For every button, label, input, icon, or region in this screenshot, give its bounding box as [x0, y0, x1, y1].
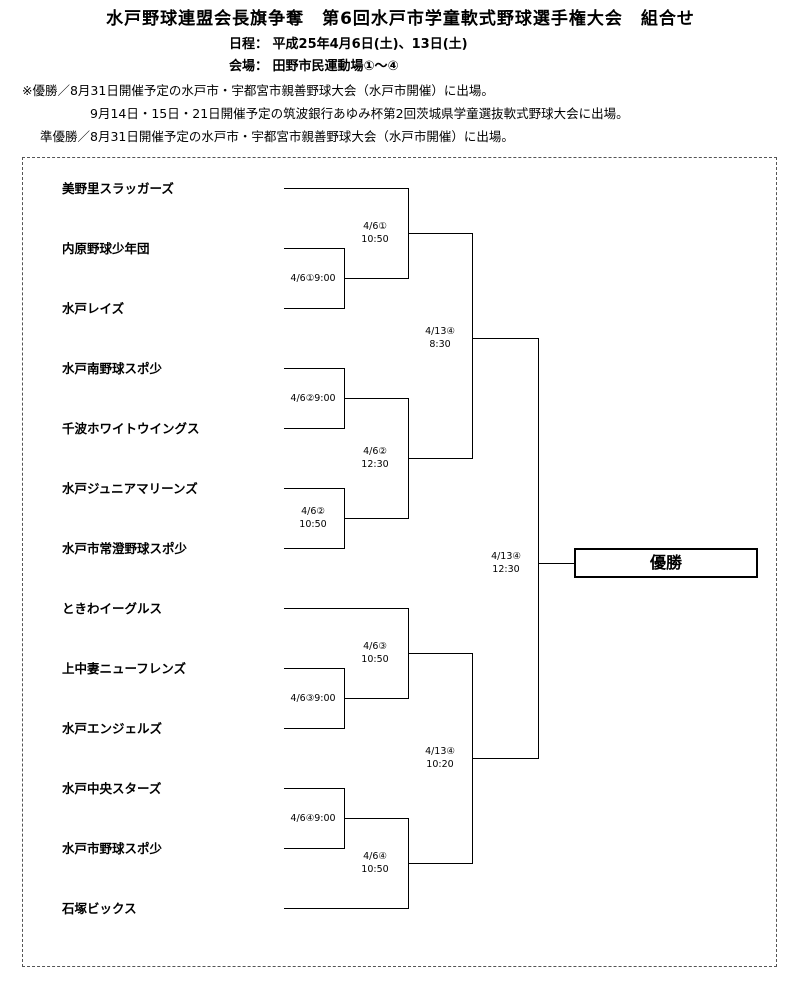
schedule-value: 平成25年4月6日(土)、13日(土) [272, 37, 468, 52]
bracket-line [284, 608, 408, 609]
venue-value: 田野市民運動場①～④ [272, 59, 399, 74]
match-time: 10:50 [299, 519, 327, 530]
match-label: 4/13④ 10:20 [410, 745, 470, 771]
venue-line: 会場： 田野市民運動場①～④ [229, 55, 399, 74]
bracket-line [472, 338, 538, 339]
match-label: 4/6③9:00 [283, 692, 343, 705]
team-name: 内原野球少年団 [62, 241, 150, 256]
bracket-line [284, 488, 344, 489]
match-date: 4/13④ [425, 326, 455, 337]
match-date: 4/13④ [491, 551, 521, 562]
team-name: 千波ホワイトウイングス [62, 421, 200, 436]
match-time: 8:30 [429, 339, 451, 350]
bracket-line [344, 398, 408, 399]
bracket-line [284, 908, 408, 909]
note-winner: ※優勝／8月31日開催予定の水戸市・宇都宮市親善野球大会（水戸市開催）に出場。 [22, 83, 494, 98]
team-name: 美野里スラッガーズ [62, 181, 174, 196]
bracket-line [284, 548, 344, 549]
bracket-line [344, 818, 408, 819]
match-label: 4/6①9:00 [283, 272, 343, 285]
team-name: 水戸市常澄野球スポ少 [62, 541, 188, 556]
match-time: 12:30 [361, 459, 389, 470]
bracket-line [408, 863, 472, 864]
bracket-line [284, 368, 344, 369]
note-runner-up: 準優勝／8月31日開催予定の水戸市・宇都宮市親善野球大会（水戸市開催）に出場。 [40, 129, 514, 144]
match-label: 4/6④9:00 [283, 812, 343, 825]
match-label: 4/13④ 12:30 [476, 550, 536, 576]
match-date: 4/6② [290, 393, 315, 404]
match-date: 4/6④ [363, 851, 387, 862]
bracket-line [408, 458, 472, 459]
note-winner-2: 9月14日・15日・21日開催予定の筑波銀行あゆみ杯第2回茨城県学童選抜軟式野球… [90, 106, 629, 121]
match-time: 9:00 [314, 693, 336, 704]
bracket-line [344, 278, 408, 279]
page-title: 水戸野球連盟会長旗争奪 第6回水戸市学童軟式野球選手権大会 組合せ [106, 9, 695, 29]
bracket-line [538, 338, 539, 759]
bracket-line [284, 188, 408, 189]
match-date: 4/6② [301, 506, 325, 517]
team-name: 水戸ジュニアマリーンズ [62, 481, 198, 496]
match-date: 4/6④ [290, 813, 315, 824]
bracket-line [284, 788, 344, 789]
team-name: ときわイーグルス [62, 601, 163, 616]
match-time: 9:00 [314, 393, 336, 404]
match-time: 10:50 [361, 864, 389, 875]
bracket-line [284, 248, 344, 249]
match-date: 4/6① [290, 273, 315, 284]
match-time: 10:50 [361, 654, 389, 665]
bracket-line [284, 848, 344, 849]
match-label: 4/6④ 10:50 [345, 850, 405, 876]
team-name: 水戸エンジェルズ [62, 721, 163, 736]
bracket-line [408, 653, 472, 654]
match-time: 9:00 [314, 273, 336, 284]
team-name: 水戸南野球スポ少 [62, 361, 163, 376]
match-date: 4/13④ [425, 746, 455, 757]
bracket-line [344, 518, 408, 519]
bracket-line [538, 563, 574, 564]
match-label: 4/6②9:00 [283, 392, 343, 405]
bracket-line [408, 233, 472, 234]
match-date: 4/6② [363, 446, 387, 457]
bracket-line [284, 668, 344, 669]
schedule-label: 日程： [229, 37, 269, 52]
bracket-line [344, 698, 408, 699]
match-time: 10:20 [426, 759, 454, 770]
champion-box: 優勝 [574, 548, 758, 578]
bracket-line [472, 758, 538, 759]
match-label: 4/6③ 10:50 [345, 640, 405, 666]
bracket-line [284, 428, 344, 429]
team-name: 水戸市野球スポ少 [62, 841, 163, 856]
match-date: 4/6③ [363, 641, 387, 652]
bracket-line [284, 308, 344, 309]
venue-label: 会場： [229, 59, 269, 74]
match-time: 12:30 [492, 564, 520, 575]
match-date: 4/6① [363, 221, 387, 232]
match-date: 4/6③ [290, 693, 315, 704]
match-label: 4/6② 12:30 [345, 445, 405, 471]
match-time: 10:50 [361, 234, 389, 245]
bracket-line [284, 728, 344, 729]
team-name: 上中妻ニューフレンズ [62, 661, 187, 676]
schedule-line: 日程： 平成25年4月6日(土)、13日(土) [229, 33, 468, 52]
bracket-frame [22, 157, 777, 967]
match-time: 9:00 [314, 813, 336, 824]
team-name: 石塚ビックス [62, 901, 137, 916]
team-name: 水戸中央スターズ [62, 781, 162, 796]
match-label: 4/6② 10:50 [283, 505, 343, 531]
match-label: 4/6① 10:50 [345, 220, 405, 246]
match-label: 4/13④ 8:30 [410, 325, 470, 351]
team-name: 水戸レイズ [62, 301, 125, 316]
bracket-line [472, 233, 473, 459]
